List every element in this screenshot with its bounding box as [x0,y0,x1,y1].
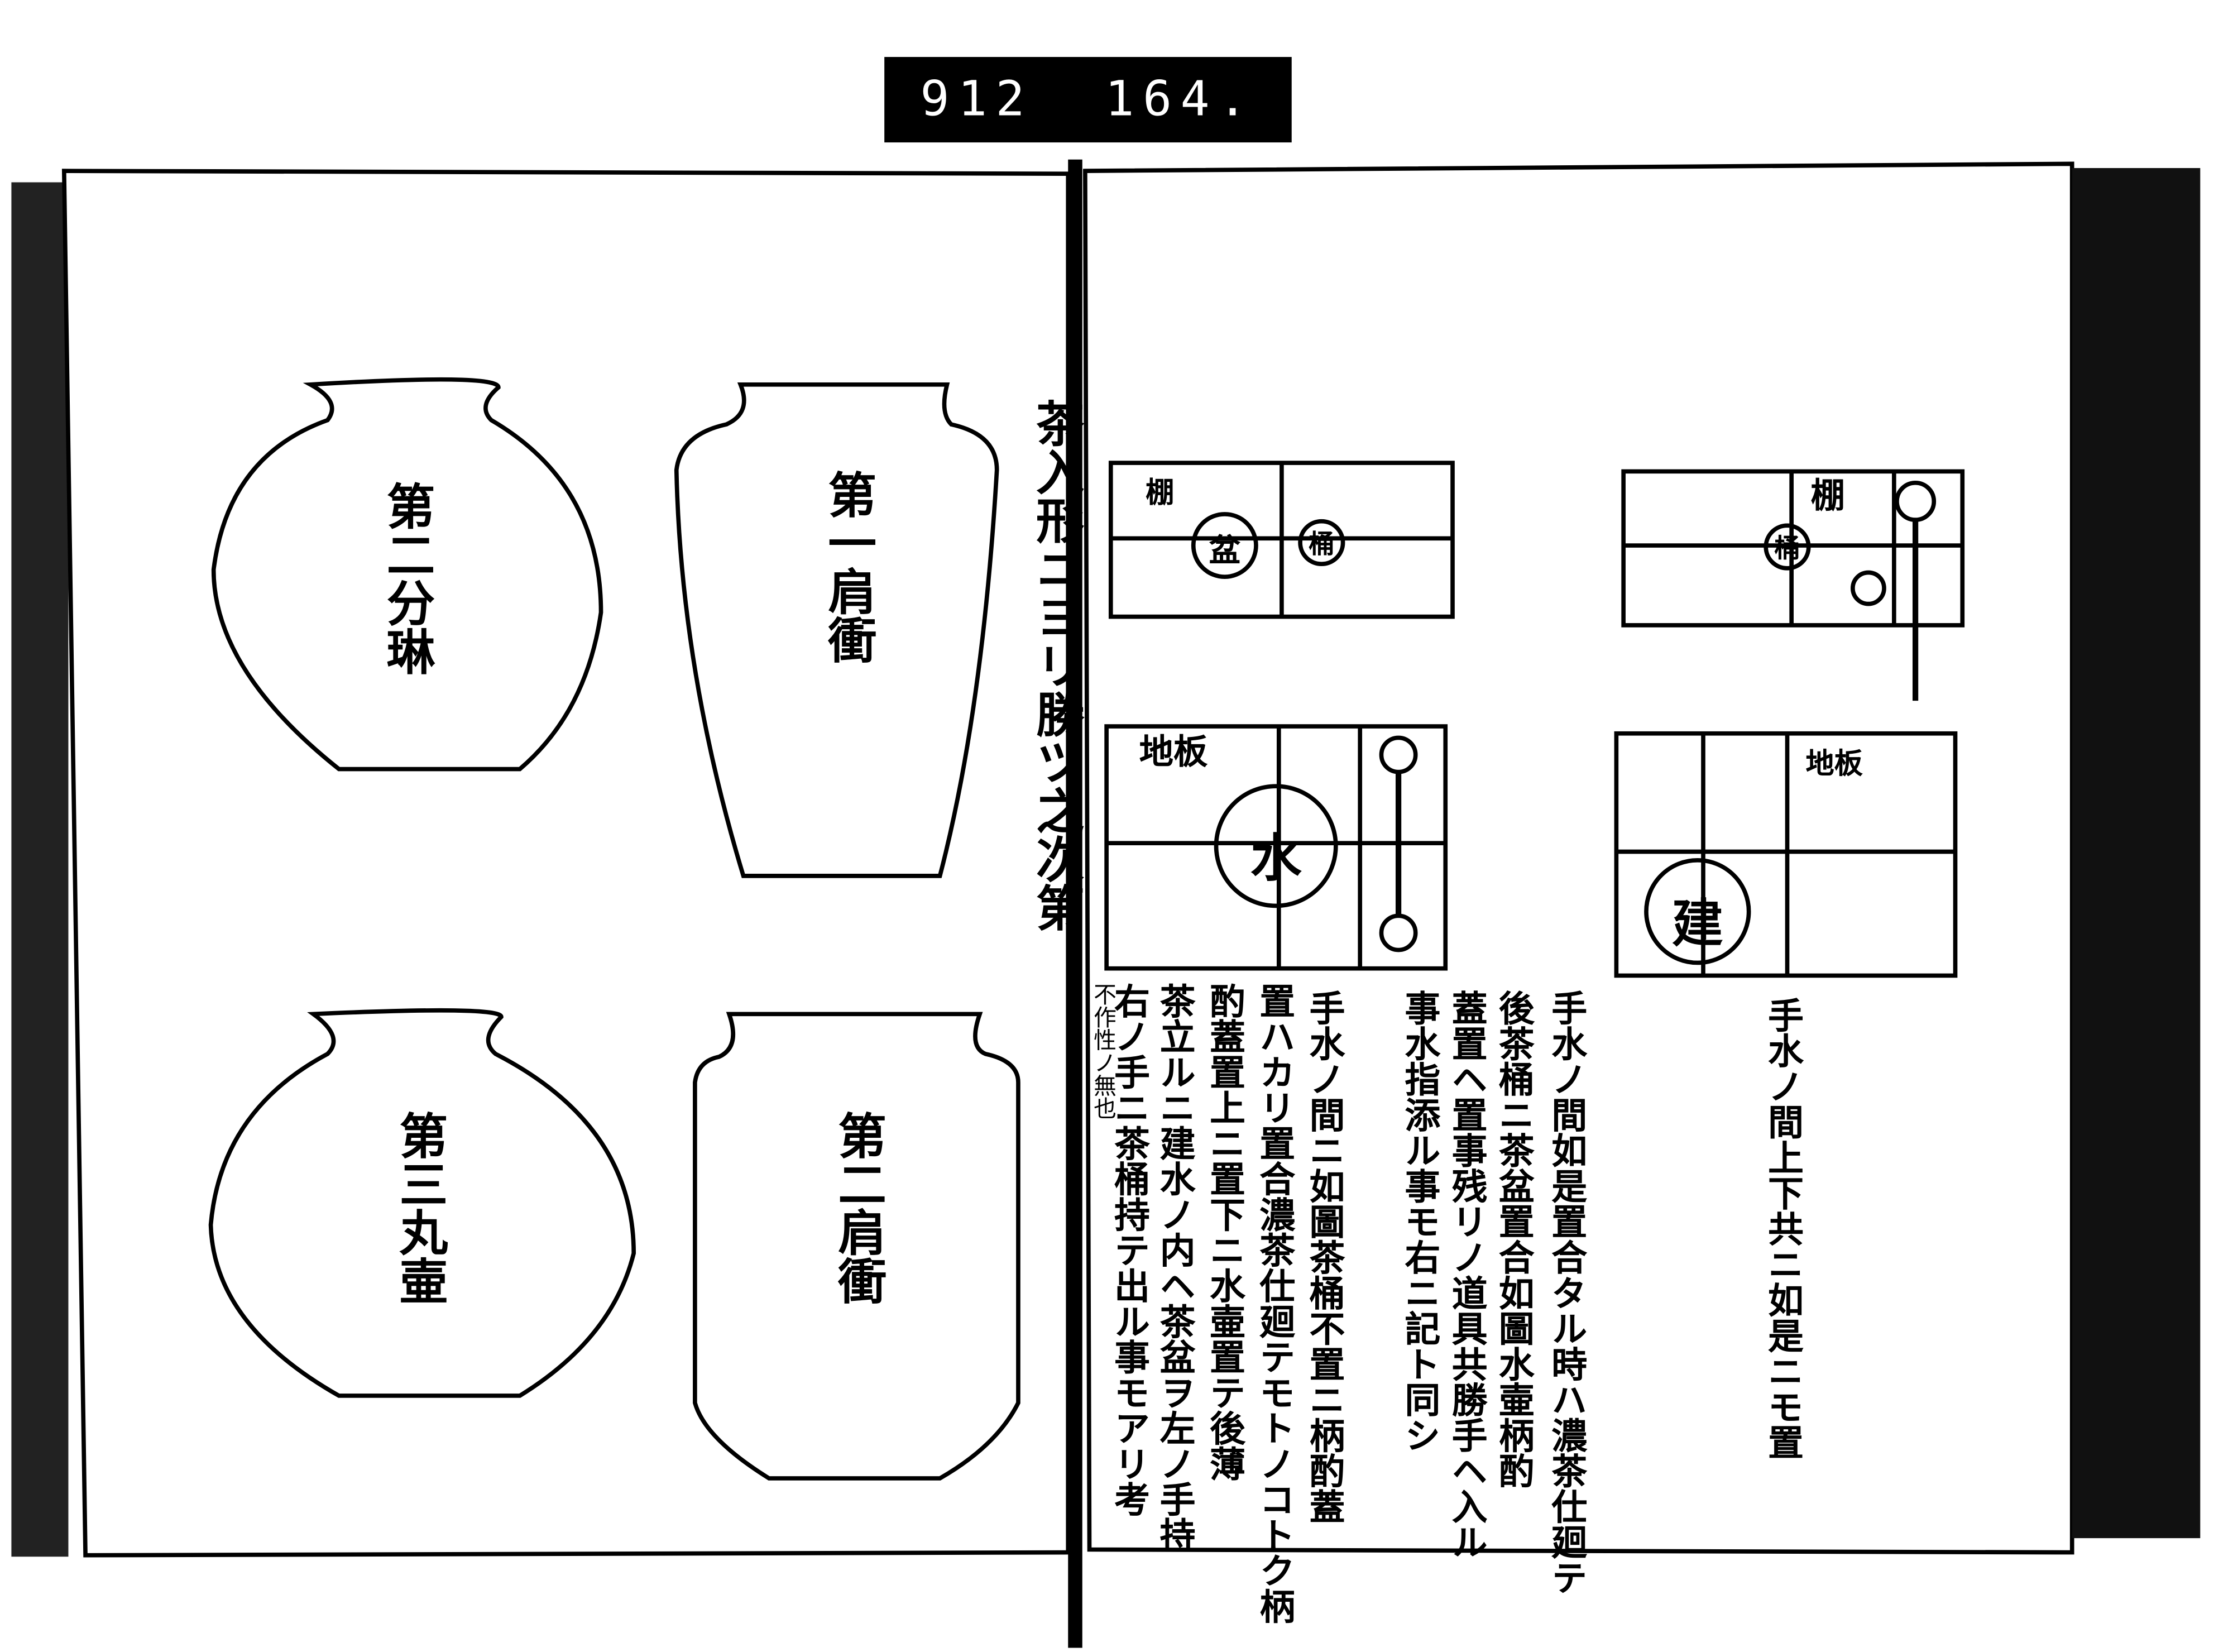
catalog-label: 912 164. [884,57,1292,143]
shelf-left-circle-oke [1298,519,1345,567]
catalog-number-left: 912 [920,71,1033,128]
block2-line-4: 茶立ルニ建水ノ内ヘ茶盆ヲ左ノ手持 [1154,983,1196,1553]
shelf-left-oke-label: 桶 [1309,529,1335,560]
floor-left-circle-mizu [1214,784,1338,908]
block2-line-5: 右ノ手ニ茶桶持テ出ル事モアリ考 [1109,983,1151,1517]
jar-label-katatsuki-1: 第一肩衝 [818,470,876,664]
jar-label-marutsubo: 第三丸壷 [390,1110,448,1305]
book-pages [11,159,2201,1648]
floor-right-label: 地板 [1805,746,1863,780]
diagram-lines [1104,461,1965,978]
block2-line-3: 酌蓋置上ニ置下ニ水壷置テ後薄 [1205,983,1247,1482]
floor-left-mizu-label: 水 [1250,829,1302,889]
block2-line-2: 置ハカリ置合濃茶仕廻テモトノコトク柄 [1254,983,1296,1624]
shelf-left-label: 棚 [1141,477,1175,506]
spine-gutter [1068,159,1082,1648]
block1-line-4: 事水指添ル事モ右ニ記ト同シ [1400,989,1441,1453]
jar-label-bunrin: 第二分琳 [377,481,435,676]
jar-bunrin-outline [211,377,603,772]
shelf-right-label: 棚 [1804,477,1846,511]
shelf-right-oke-label: 桶 [1774,534,1800,564]
spine-title: 茶入形ニヨリ勝ツ之次第 [1027,399,1084,932]
jar-marutsubo-outline [208,1008,636,1398]
right-page [1083,161,2074,1555]
right-page-edge [2072,168,2201,1539]
caption-column: 手水ノ間上下共ニ如是ニモ置 [1763,997,1805,1460]
shelf-left-bon-label: 盆 [1209,533,1240,570]
left-page [61,169,1071,1558]
floor-left-label: 地板 [1139,730,1208,772]
left-page-edge [11,182,69,1557]
jar-label-katatsuki-2: 第二肩衝 [828,1110,886,1305]
block1-line-1: 手水ノ間如是置合タル時ハ濃茶仕廻テ [1546,989,1588,1596]
jar-katatsuki-1-outline [674,382,999,878]
block1-line-2: 後茶桶ニ茶盆置合如圖水壷柄酌 [1493,989,1535,1488]
shelf-left-circle-bon [1191,512,1258,579]
floor-left-frame [1104,724,1448,971]
floor-right-circle-ken [1644,858,1751,965]
catalog-number-right: 164. [1105,71,1256,128]
block1-line-3: 蓋置ヘ置事残リノ道具共勝手ヘ入ル [1446,989,1488,1560]
marginal-note: 不作性ノ無也 [1089,983,1116,1120]
floor-right-ken-label: 建 [1671,894,1723,955]
jar-outlines [208,377,1020,1481]
jar-katatsuki-2-outline [693,1012,1020,1481]
block2-line-1: 手水ノ間ニ如圖茶桶不置ニ柄酌蓋 [1304,989,1346,1524]
